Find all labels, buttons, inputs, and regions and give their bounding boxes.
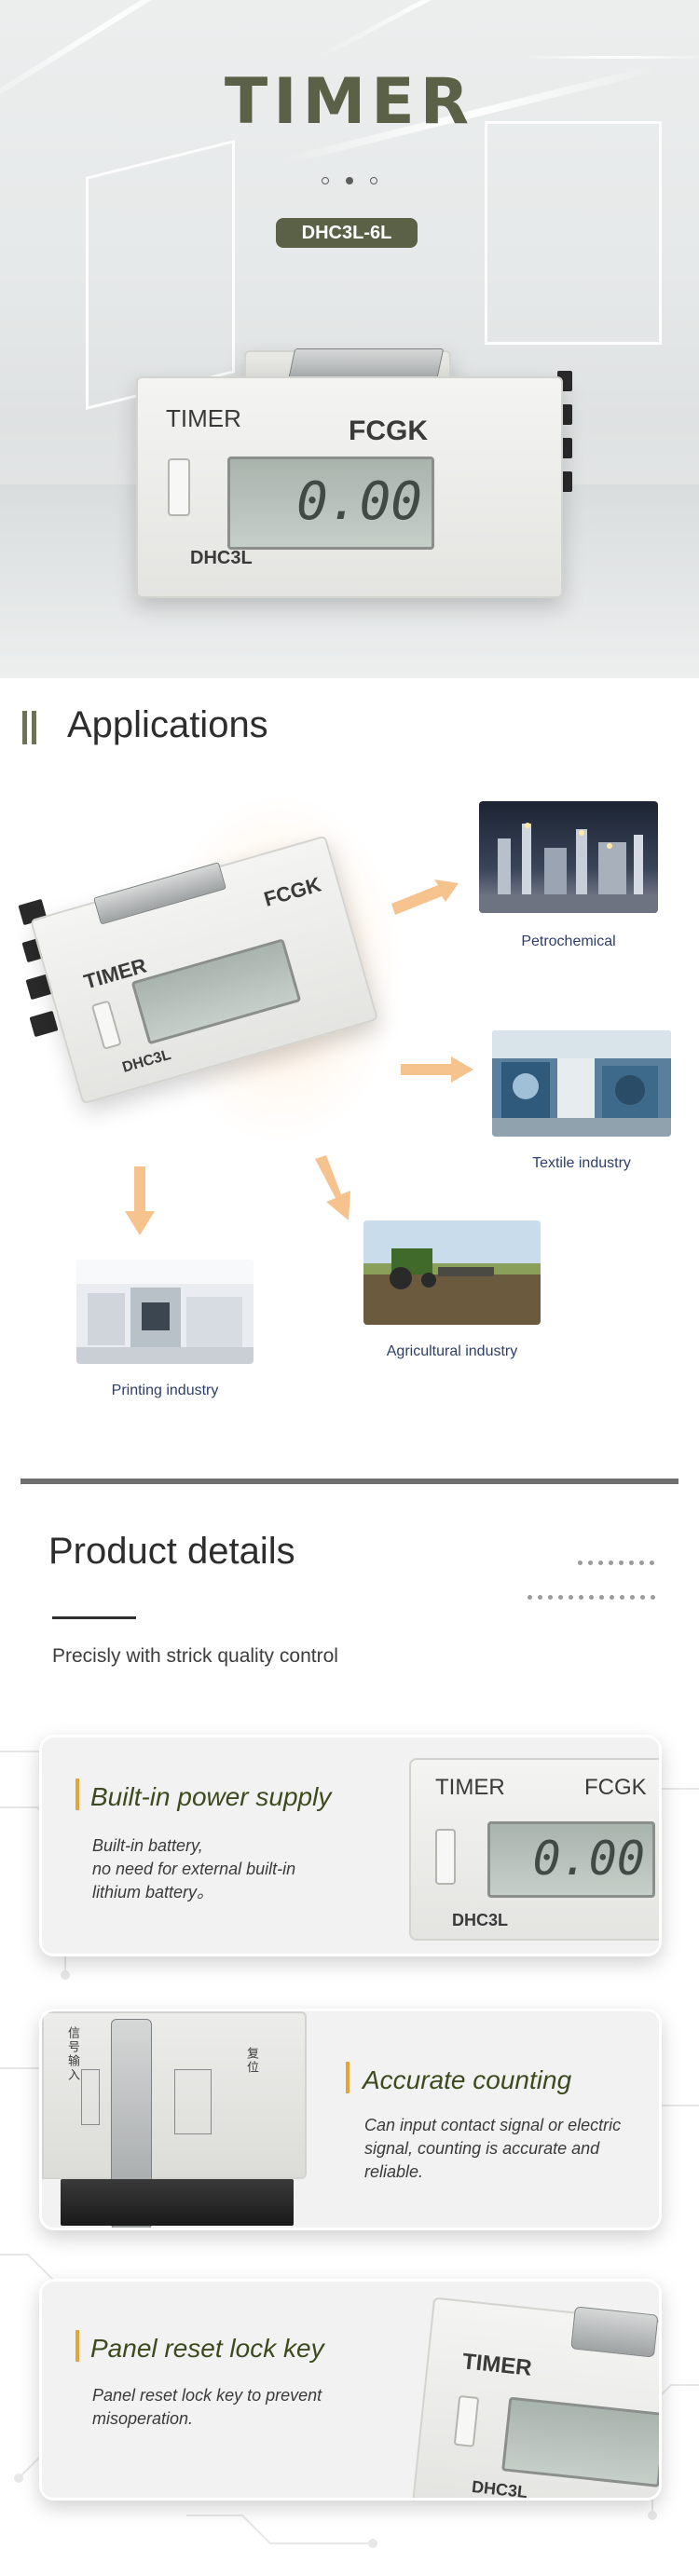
decorative-dots-bottom bbox=[528, 1595, 655, 1600]
power-supply-device-image: TIMER FCGK 0.00 DHC3L bbox=[409, 1758, 659, 1941]
product-details-underline bbox=[52, 1616, 136, 1619]
applications-accent-bar-2 bbox=[32, 711, 36, 744]
caption-petrochemical: Petrochemical bbox=[521, 934, 616, 949]
hero-device-model: DHC3L bbox=[190, 548, 253, 568]
feature-accent-bar bbox=[75, 1779, 79, 1810]
feature-card-panel-reset-lock-key: Panel reset lock key Panel reset lock ke… bbox=[39, 2279, 662, 2501]
caption-agricultural-industry: Agricultural industry bbox=[386, 1343, 518, 1359]
feature-desc-accurate-counting: Can input contact signal or electric sig… bbox=[364, 2116, 622, 2181]
hero-device-brand-right: FCGK bbox=[349, 416, 428, 446]
feature-accent-bar bbox=[75, 2330, 79, 2362]
printing-photo bbox=[76, 1260, 254, 1364]
caption-printing-industry: Printing industry bbox=[111, 1383, 219, 1398]
feature-title-panel-reset-lock-key: Panel reset lock key bbox=[90, 2334, 324, 2363]
carousel-dots bbox=[322, 175, 377, 186]
hero-title: TIMER bbox=[224, 65, 475, 139]
applications-title: Applications bbox=[67, 704, 268, 745]
reset-lock-device-image: TIMER DHC3L bbox=[412, 2297, 659, 2501]
side-label-reset: 复位 bbox=[245, 2047, 259, 2075]
direction-arrows bbox=[125, 879, 473, 1235]
product-details-subtitle: Precisly with strick quality control bbox=[52, 1645, 338, 1667]
model-badge: DHC3L-6L bbox=[276, 218, 418, 248]
applications-accent-bar-1 bbox=[22, 711, 27, 744]
card1-device-lcd: 0.00 bbox=[487, 1821, 655, 1898]
hero-device-lcd: 0.00 bbox=[227, 457, 434, 550]
section-divider bbox=[21, 1479, 678, 1484]
textile-photo bbox=[492, 1030, 671, 1137]
feature-title-power-supply: Built-in power supply bbox=[90, 1782, 332, 1811]
feature-title-accurate-counting: Accurate counting bbox=[363, 2065, 572, 2094]
feature-desc-panel-reset-lock-key: Panel reset lock key to prevent misopera… bbox=[92, 2386, 322, 2428]
card1-device-brand-right: FCGK bbox=[584, 1775, 647, 1800]
card1-device-model: DHC3L bbox=[452, 1911, 509, 1929]
petrochemical-photo bbox=[479, 801, 658, 913]
card1-device-brand-left: TIMER bbox=[435, 1775, 505, 1800]
feature-card-power-supply: Built-in power supply Built-in battery, … bbox=[39, 1735, 662, 1956]
hero-device-brand-left: TIMER bbox=[166, 404, 241, 432]
agricultural-photo bbox=[363, 1220, 541, 1325]
decorative-dots-top bbox=[578, 1561, 654, 1565]
hero-banner: TIMER DHC3L-6L TIMER FCGK 0.00 DHC3L bbox=[0, 0, 699, 678]
feature-card-accurate-counting: 信号输入 复位 Accurate counting Can input cont… bbox=[39, 2009, 662, 2230]
feature-accent-bar bbox=[346, 2062, 350, 2093]
card3-device-model: DHC3L bbox=[471, 2476, 528, 2501]
caption-textile-industry: Textile industry bbox=[532, 1155, 631, 1171]
product-details-title: Product details bbox=[48, 1531, 295, 1572]
side-label-signal-input: 信号输入 bbox=[66, 2026, 80, 2082]
card3-device-brand-left: TIMER bbox=[460, 2349, 533, 2381]
feature-desc-power-supply: Built-in battery, no need for external b… bbox=[92, 1836, 296, 1901]
